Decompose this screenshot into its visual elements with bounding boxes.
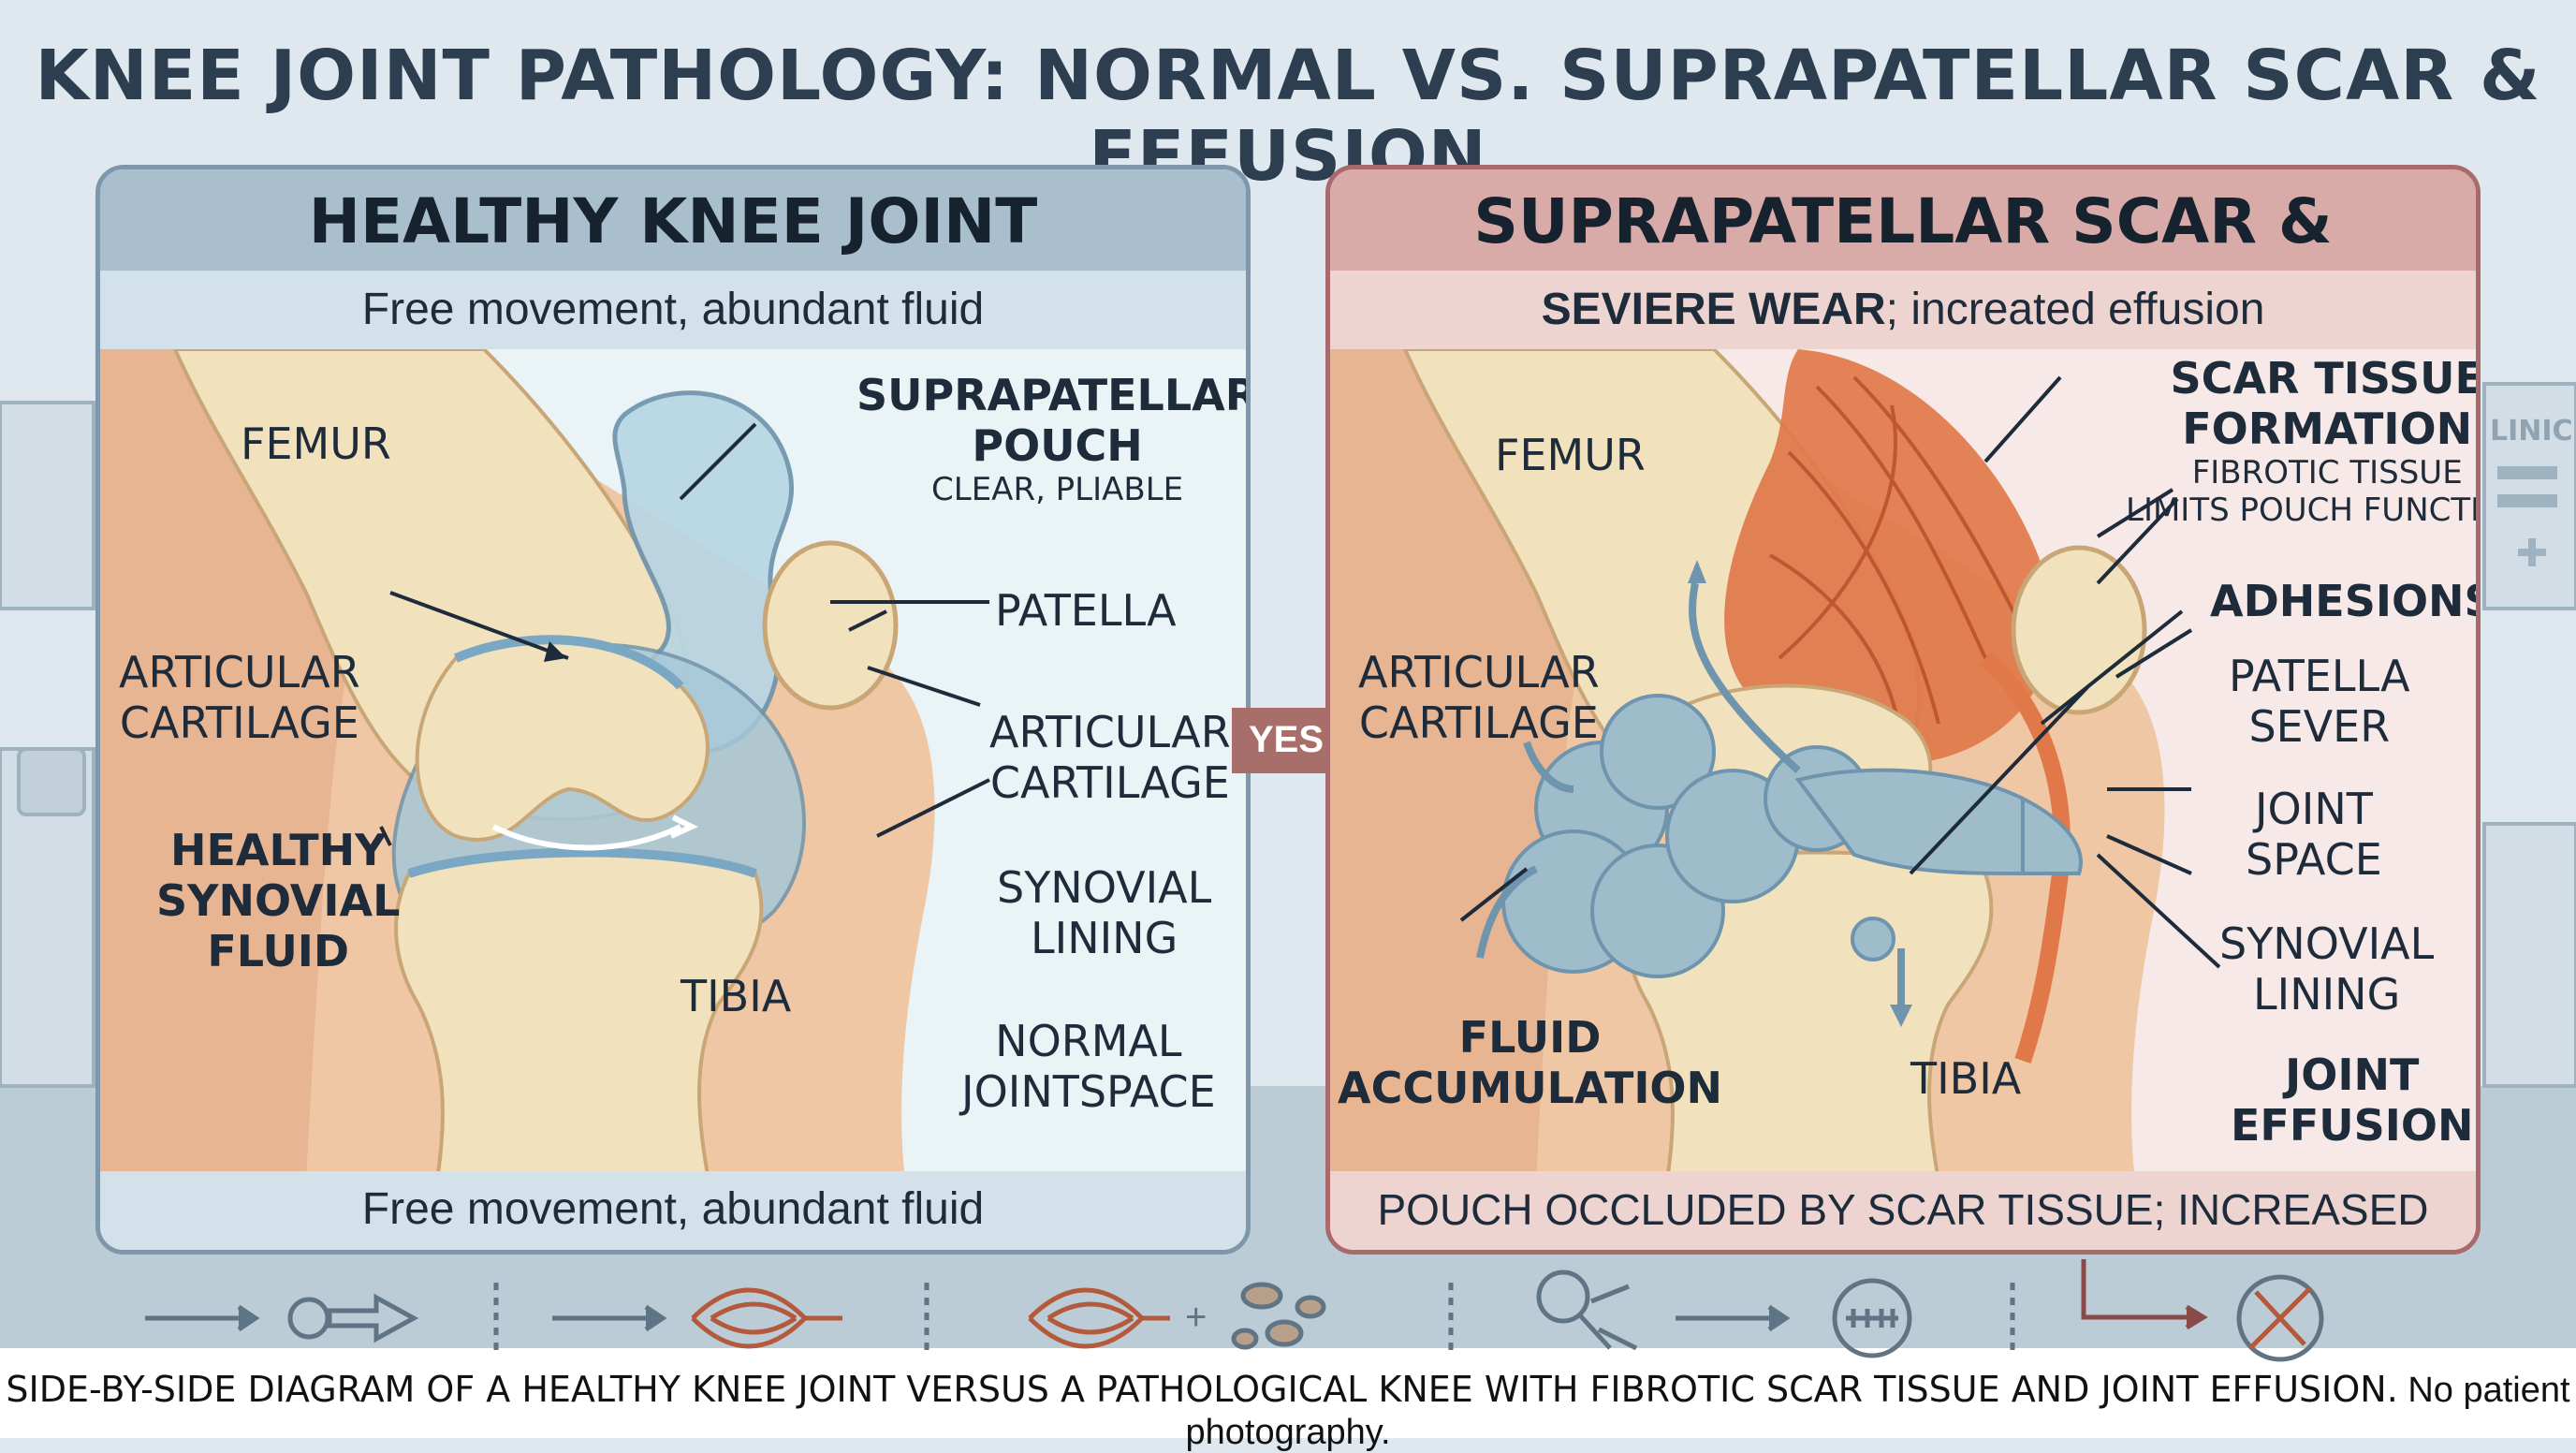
pathology-knee-illustration bbox=[1330, 349, 2476, 1181]
caption-main: SIDE-BY-SIDE DIAGRAM OF A HEALTHY KNEE J… bbox=[6, 1369, 2398, 1410]
patella-bone bbox=[762, 540, 899, 711]
pathology-panel-footer: POUCH OCCLUDED BY SCAR TISSUE; INCREASED… bbox=[1330, 1171, 2476, 1250]
label-pouch-note: CLEAR, PLIABLE bbox=[931, 471, 1184, 508]
circle-arrow-icon bbox=[287, 1293, 419, 1343]
healthy-panel-footer: Free movement, abundant fluid bbox=[100, 1171, 1246, 1250]
shelf-right-decoration bbox=[2482, 382, 2576, 1088]
label-femur: FEMUR bbox=[241, 418, 391, 469]
no-scar-icon bbox=[2236, 1274, 2324, 1362]
pathology-panel-heading: SUPRAPATELLAR SCAR & EFFUSION bbox=[1330, 169, 2476, 362]
vessel-icon bbox=[691, 1287, 842, 1349]
label-patella: PATELLA bbox=[995, 585, 1177, 636]
healthy-knee-illustration bbox=[100, 349, 1246, 1181]
label-suprapatellar-pouch: SUPRAPATELLAR POUCH CLEAR, PLIABLE bbox=[856, 370, 1251, 508]
bottom-icon-strip: + bbox=[145, 1259, 2324, 1362]
patella-bone bbox=[2011, 545, 2147, 715]
pathology-knee-panel: SUPRAPATELLAR SCAR & EFFUSION SEVIERE WE… bbox=[1325, 165, 2481, 1255]
healthy-panel-subtitle: Free movement, abundant fluid bbox=[100, 271, 1246, 349]
subtitle-bold: SEVIERE WEAR bbox=[1541, 285, 1886, 334]
label-pouch-line1: SUPRAPATELLAR bbox=[856, 370, 1251, 420]
pathology-panel-subtitle: SEVIERE WEAR; increated effusion bbox=[1330, 271, 2476, 349]
svg-text:+: + bbox=[1185, 1297, 1207, 1338]
label-adhesions: ADHESIONS bbox=[2210, 576, 2481, 626]
flow-arrow-line bbox=[2081, 1259, 2196, 1320]
label-femur: FEMUR bbox=[1495, 430, 1646, 480]
arrow-right-icon bbox=[552, 1304, 667, 1332]
healthy-knee-panel: HEALTHY KNEE JOINT Free movement, abunda… bbox=[95, 165, 1251, 1255]
particles-icon bbox=[1231, 1282, 1326, 1350]
clinic-sign-text: LINIC bbox=[2490, 415, 2573, 448]
arrow-right-icon bbox=[145, 1304, 260, 1332]
figure-caption: SIDE-BY-SIDE DIAGRAM OF A HEALTHY KNEE J… bbox=[0, 1369, 2576, 1453]
scar-tissue bbox=[1724, 349, 2054, 763]
magnifier-icon bbox=[1536, 1270, 1638, 1351]
yes-label: YES bbox=[1249, 719, 1325, 760]
shelf-left-decoration bbox=[0, 401, 95, 1088]
label-pouch-line2: POUCH bbox=[972, 420, 1143, 471]
subtitle-rest: ; increated effusion bbox=[1885, 285, 2265, 334]
arrow-right-icon bbox=[1676, 1304, 1791, 1332]
vessel-icon bbox=[1028, 1287, 1170, 1349]
fluid-accumulation bbox=[1501, 694, 2083, 978]
healthy-panel-heading: HEALTHY KNEE JOINT bbox=[100, 169, 1246, 271]
label-tibia: TIBIA bbox=[681, 971, 792, 1021]
label-tibia: TIBIA bbox=[1910, 1053, 2022, 1104]
scar-circle-icon bbox=[1832, 1278, 1912, 1358]
